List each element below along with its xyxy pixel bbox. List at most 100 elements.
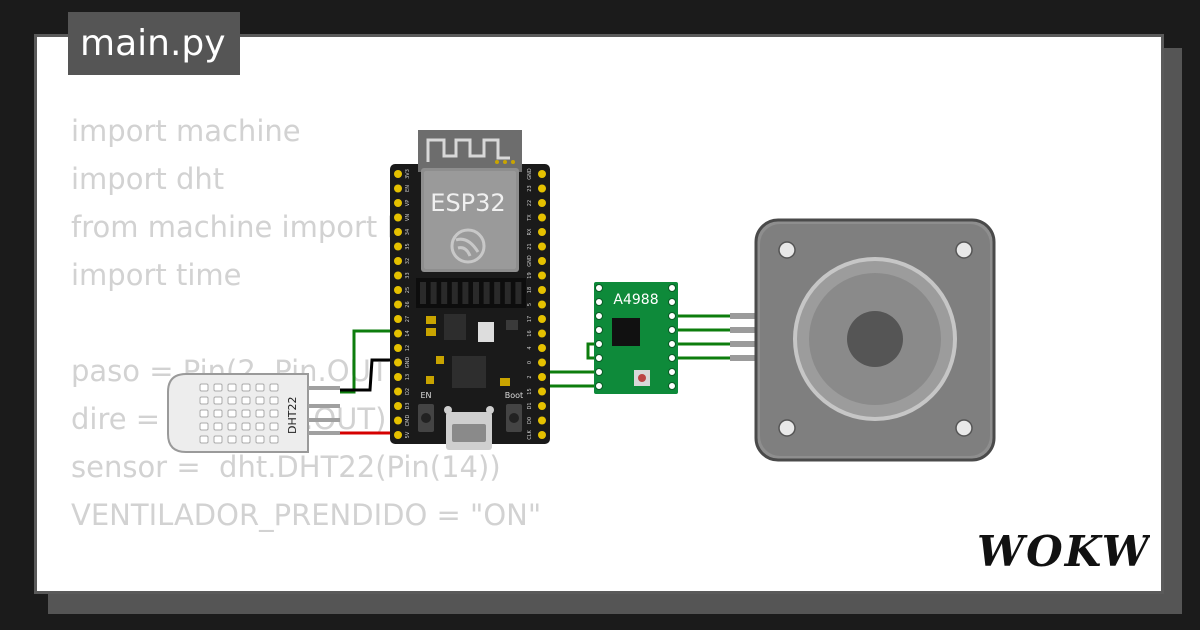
dht22-vent [269,422,279,431]
header-pin[interactable] [538,242,546,251]
header-pin[interactable] [538,416,546,425]
pin-label: 5 [527,303,533,306]
wire-green-reset-sleep[interactable] [586,342,598,360]
a4988-pin[interactable] [668,368,676,376]
a4988-pin[interactable] [595,382,603,390]
dht22-vent [255,383,265,392]
a4988-pin[interactable] [595,284,603,292]
en-button-cap [421,413,431,423]
header-pin[interactable] [538,300,546,309]
dht22-vent [199,383,209,392]
header-pin[interactable] [538,228,546,236]
header-pin[interactable] [538,329,546,338]
pin-label: CMD [405,415,411,427]
wire-black-gnd[interactable] [340,358,400,392]
header-pin[interactable] [394,373,402,381]
pin-label: D3 [405,402,411,409]
dht22-vent [255,435,265,444]
pin-label: TX [527,214,533,222]
espressif-logo-icon [450,228,486,264]
pin-label: 13 [405,374,411,380]
module-pad [462,282,469,304]
a4988-pin[interactable] [668,326,676,334]
header-pin[interactable] [538,373,546,381]
header-pin[interactable] [538,402,546,410]
a4988-pin[interactable] [595,340,603,348]
header-pin[interactable] [538,271,546,280]
module-pad [441,282,448,304]
module-pad [430,282,437,304]
header-pin[interactable] [394,300,402,309]
header-pin[interactable] [394,286,402,294]
a4988-pin[interactable] [595,326,603,334]
header-pin[interactable] [538,170,546,178]
header-pin[interactable] [394,257,402,265]
pin-label: 21 [527,243,533,249]
header-pin[interactable] [538,257,546,265]
header-pin[interactable] [394,184,402,193]
a4988-driver[interactable]: A4988 [594,282,678,394]
header-pin[interactable] [394,387,402,396]
header-pin[interactable] [394,416,402,425]
dht22-vent [227,435,237,444]
header-pin[interactable] [394,271,402,280]
a4988-pin[interactable] [668,298,676,306]
antenna-dot [495,160,499,164]
pin-label: VN [405,214,411,221]
header-pin[interactable] [394,344,402,352]
dht22-vent [241,383,251,392]
pin-label: 4 [527,346,533,349]
file-tab[interactable]: main.py [68,12,240,75]
usb-port-inner [452,424,486,442]
a4988-pin[interactable] [595,298,603,306]
a4988-pin[interactable] [668,284,676,292]
pin-label: D2 [405,388,411,395]
dht22-pin [308,418,340,422]
header-pin[interactable] [394,315,402,323]
code-line: sensor = dht.DHT22(Pin(14)) [71,450,501,484]
header-pin[interactable] [394,170,402,178]
pin-label: RX [527,228,533,235]
a4988-pin[interactable] [668,382,676,390]
header-pin[interactable] [538,315,546,323]
esp32-left-header: 3V3ENVPVN343532332526271412GND13D2D3CMD5… [394,169,411,439]
header-pin[interactable] [538,431,546,439]
dht22-sensor[interactable]: DHT22 [167,373,340,453]
pin-label: GND [405,357,411,369]
module-pad [494,282,501,304]
a4988-pin[interactable] [595,354,603,362]
a4988-pin[interactable] [595,368,603,376]
header-pin[interactable] [394,358,402,367]
pin-label: CLK [527,430,533,440]
header-pin[interactable] [394,242,402,251]
a4988-pin[interactable] [668,354,676,362]
header-pin[interactable] [394,199,402,207]
code-line: import machine [71,114,301,148]
stepper-motor[interactable] [730,218,996,462]
header-pin[interactable] [394,431,402,439]
header-pin[interactable] [394,402,402,410]
stepper-shaft[interactable] [847,311,903,367]
header-pin[interactable] [538,213,546,222]
header-pin[interactable] [538,387,546,396]
pin-label: 34 [405,229,411,235]
dht22-vent [241,422,251,431]
a4988-pin[interactable] [668,340,676,348]
header-pin[interactable] [538,358,546,367]
dht22-vent [241,409,251,418]
a4988-pin[interactable] [595,312,603,320]
header-pin[interactable] [538,184,546,193]
header-pin[interactable] [394,329,402,338]
header-pin[interactable] [394,228,402,236]
pin-label: 3V3 [405,169,411,179]
a4988-pin[interactable] [668,312,676,320]
header-pin[interactable] [538,286,546,294]
header-pin[interactable] [538,199,546,207]
file-tab-label: main.py [80,23,226,64]
pin-label: D0 [527,417,533,424]
header-pin[interactable] [394,213,402,222]
wire-green-data[interactable] [340,329,400,394]
header-pin[interactable] [538,344,546,352]
